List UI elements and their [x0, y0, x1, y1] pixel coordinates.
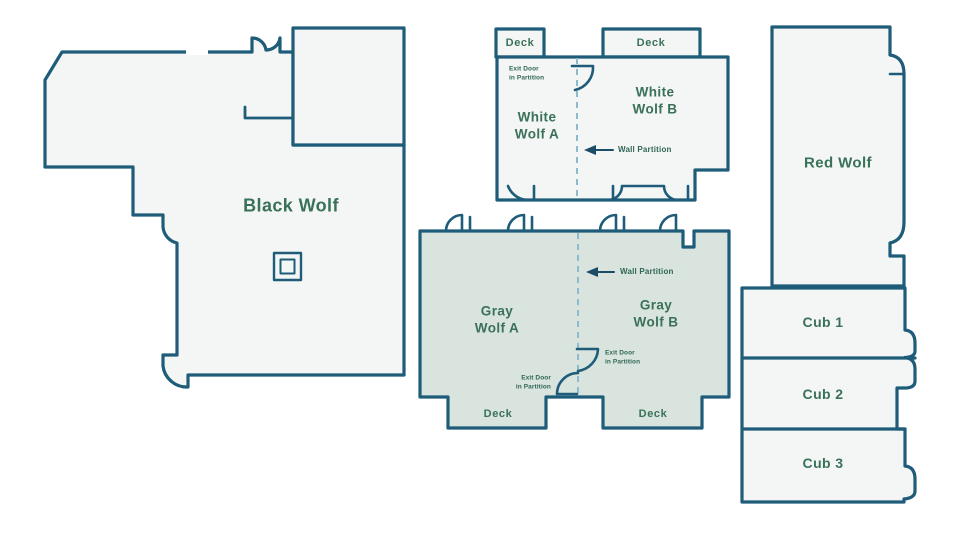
black-wolf-room-shape: [43, 36, 406, 389]
white-wolf-a-deck-shape: [494, 27, 546, 59]
gray-wolf-partition-arrow-icon: [586, 267, 615, 277]
white-wolf-room-shape: [495, 55, 730, 202]
white-wolf-bottom-door-glyphs: [506, 184, 690, 202]
black-wolf-column-outer: [272, 251, 303, 282]
white-wolf-partition-arrow-icon: [584, 145, 614, 155]
gray-wolf-top-door-glyphs: [444, 213, 678, 233]
gray-wolf-a-exit-door-glyph: [555, 371, 580, 396]
black-wolf-annex-room-shape: [291, 26, 406, 147]
cub-rooms-shape: [740, 286, 917, 504]
white-wolf-exit-door-glyph: [570, 64, 595, 92]
black-wolf-interior-wall: [243, 105, 294, 120]
red-wolf-room-shape: [770, 25, 906, 288]
white-wolf-b-deck-shape: [601, 27, 702, 59]
gray-wolf-room-shape: [418, 229, 731, 430]
gray-wolf-b-exit-door-glyph: [575, 347, 600, 373]
black-wolf-column-inner: [279, 258, 296, 275]
